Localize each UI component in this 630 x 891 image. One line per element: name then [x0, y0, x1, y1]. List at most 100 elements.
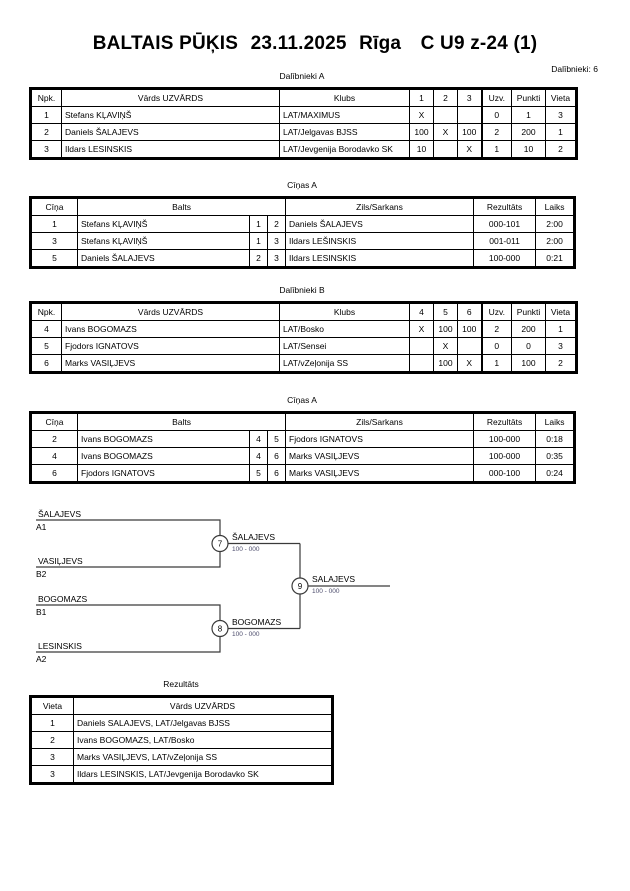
cell-time: 0:24	[535, 464, 575, 482]
col-club: Klubs	[279, 303, 410, 321]
fights-b-caption: Cīņas A	[287, 395, 317, 405]
cell-n1: 4	[249, 447, 268, 465]
cell-place: 1	[545, 123, 576, 141]
cell-n1: 2	[249, 249, 268, 267]
cell-result: 100-000	[473, 249, 537, 267]
cell-m3	[457, 337, 482, 355]
col-place: Vieta	[545, 303, 576, 321]
cell-blue: Fjodors IGNATOVS	[285, 430, 475, 448]
cell-n2: 3	[266, 232, 287, 250]
cell-fight-no: 1	[31, 215, 78, 233]
table-row: 2 Daniels ŠALAJEVS LAT/Jelgavas BJSS 100…	[31, 123, 576, 141]
cell-place: 3	[545, 106, 576, 124]
bracket-connector	[216, 519, 221, 568]
cell-wins: 2	[480, 320, 512, 338]
cell-result: 100-000	[473, 430, 537, 448]
match-number-9: 9	[298, 582, 303, 591]
col-place: Vieta	[31, 697, 74, 715]
cell-n1: 1	[249, 215, 268, 233]
fights-a-table: Cīņa Balts Zils/Sarkans Rezultāts Laiks …	[29, 196, 577, 269]
cell-fight-no: 3	[31, 232, 78, 250]
event-date: 23.11.2025	[250, 33, 347, 54]
cell-n1: 5	[249, 464, 268, 482]
cell-n1: 4	[249, 430, 268, 448]
bracket-winner-score: 100 - 000	[232, 546, 260, 553]
cell-time: 0:21	[535, 249, 575, 267]
cell-blue: Ildars LEŠINSKIS	[285, 232, 475, 250]
cell-m1: 100	[409, 123, 434, 141]
col-no: Npk.	[31, 303, 62, 321]
table-row: 4 Ivans BOGOMAZS LAT/Bosko X 100 100 2 2…	[31, 320, 576, 338]
col-m2: 2	[433, 89, 458, 107]
table-row: 3 Marks VASIĻJEVS, LAT/vZeļonija SS	[31, 748, 332, 766]
cell-wins: 0	[480, 337, 512, 355]
cell-place: 3	[31, 748, 74, 766]
cell-m2	[433, 140, 458, 158]
cell-result: 100-000	[473, 447, 537, 465]
cell-m1	[409, 337, 434, 355]
col-result: Rezultāts	[473, 413, 537, 431]
cell-no: 3	[31, 140, 62, 158]
cell-fight-no: 5	[31, 249, 78, 267]
col-place: Vieta	[545, 89, 576, 107]
cell-result: 001-011	[473, 232, 537, 250]
bracket-connector	[216, 604, 221, 653]
event-city: Rīga	[359, 33, 402, 54]
cell-white: Ivans BOGOMAZS	[77, 430, 250, 448]
cell-n2: 6	[266, 464, 287, 482]
table-row: 2 Ivans BOGOMAZS 4 5 Fjodors IGNATOVS 10…	[31, 430, 575, 448]
bracket-entry-name: ŠALAJEVS	[38, 509, 81, 519]
cell-time: 0:35	[535, 447, 575, 465]
col-blue: Zils/Sarkans	[285, 413, 475, 431]
cell-no: 5	[31, 337, 62, 355]
cell-no: 2	[31, 123, 62, 141]
cell-name: Fjodors IGNATOVS	[61, 337, 280, 355]
results-caption: Rezultāts	[163, 679, 199, 689]
group-a-participants-table: Npk. Vārds UZVĀRDS Klubs 1 2 3 Uzv. Punk…	[29, 87, 578, 160]
table-header-row: Cīņa Balts Zils/Sarkans Rezultāts Laiks	[31, 198, 575, 216]
col-club: Klubs	[279, 89, 410, 107]
cell-place: 2	[545, 140, 576, 158]
cell-m1: 10	[409, 140, 434, 158]
cell-m2: 100	[433, 354, 458, 372]
cell-n2: 6	[266, 447, 287, 465]
cell-time: 0:18	[535, 430, 575, 448]
tournament-bracket: 7 8 9 ŠALAJEVS A1 VASIĻJEVS B2 BOGOMAZS …	[0, 495, 630, 675]
cell-m2: X	[433, 123, 458, 141]
bracket-entry-seed: A1	[36, 522, 47, 532]
cell-fight-no: 4	[31, 447, 78, 465]
cell-blue: Ildars LESINSKIS	[285, 249, 475, 267]
cell-club: LAT/Jevgenija Borodavko SK	[279, 140, 410, 158]
col-m3: 6	[457, 303, 482, 321]
cell-m3: X	[457, 354, 482, 372]
table-row: 2 Ivans BOGOMAZS, LAT/Bosko	[31, 731, 332, 749]
cell-place: 3	[545, 337, 576, 355]
group-b-participants-table: Npk. Vārds UZVĀRDS Klubs 4 5 6 Uzv. Punk…	[29, 301, 578, 374]
match-number-8: 8	[218, 625, 223, 634]
fights-a-caption: Cīņas A	[287, 180, 317, 190]
col-name: Vārds UZVĀRDS	[73, 697, 332, 715]
cell-place: 3	[31, 765, 74, 783]
cell-no: 1	[31, 106, 62, 124]
cell-name: Marks VASIĻJEVS	[61, 354, 280, 372]
col-blue: Zils/Sarkans	[285, 198, 475, 216]
cell-result: 000-101	[473, 215, 537, 233]
cell-points: 200	[511, 123, 546, 141]
cell-m2	[433, 106, 458, 124]
table-row: 3 Stefans KĻAVIŅŠ 1 3 Ildars LEŠINSKIS 0…	[31, 232, 575, 250]
col-white: Balts	[76, 198, 287, 216]
cell-name: Daniels SALAJEVS, LAT/Jelgavas BJSS	[73, 714, 332, 732]
table-row: 5 Fjodors IGNATOVS LAT/Sensei X 0 0 3	[31, 337, 576, 355]
table-row: 6 Fjodors IGNATOVS 5 6 Marks VASIĻJEVS 0…	[31, 464, 575, 482]
match-number-7: 7	[218, 540, 223, 549]
col-name: Vārds UZVĀRDS	[61, 303, 280, 321]
cell-points: 100	[511, 354, 546, 372]
cell-m3	[457, 106, 482, 124]
cell-fight-no: 6	[31, 464, 78, 482]
table-row: 3 Ildars LESINSKIS, LAT/Jevgenija Boroda…	[31, 765, 332, 783]
cell-wins: 1	[480, 354, 512, 372]
bracket-entry-name: BOGOMAZS	[38, 594, 87, 604]
fights-b-table: Cīņa Balts Zils/Sarkans Rezultāts Laiks …	[29, 411, 577, 484]
cell-club: LAT/Jelgavas BJSS	[279, 123, 410, 141]
col-fight-no: Cīņa	[31, 198, 78, 216]
